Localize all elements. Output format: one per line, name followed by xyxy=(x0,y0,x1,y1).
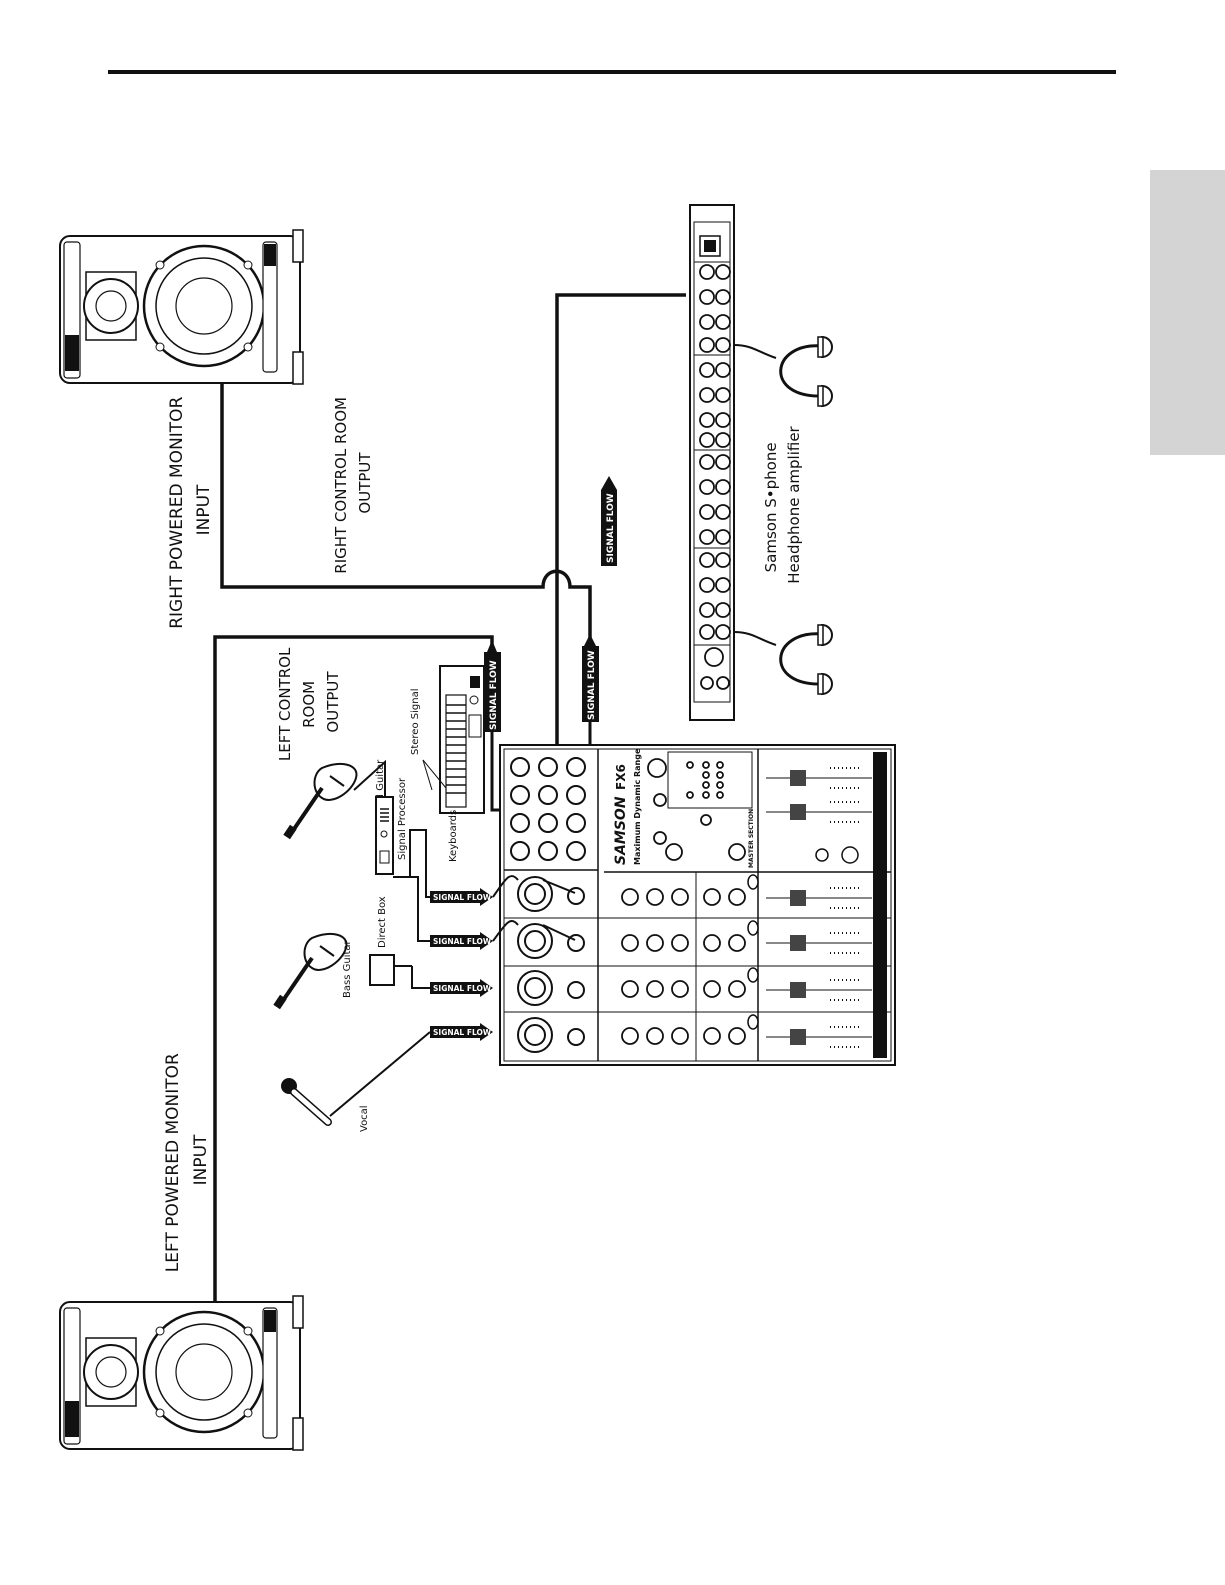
headphone-amp-label: Samson S•phone Headphone amplifier xyxy=(762,425,803,583)
lead-guitar-label: Lead Guitar xyxy=(375,759,386,818)
right-monitor-cable xyxy=(220,384,592,646)
bass-guitar-label: Bass Guitar xyxy=(342,939,353,998)
svg-text:SAMSON: SAMSON xyxy=(613,796,629,865)
direct-box-label: Direct Box xyxy=(377,896,388,948)
stereo-signal-label: Stereo Signal xyxy=(410,689,421,755)
channel-knobs xyxy=(621,888,746,1045)
bass-guitar-icon xyxy=(273,932,348,1010)
signal-processor-icon xyxy=(375,796,394,875)
signal-flow-input-2: SIGNAL FLOW xyxy=(430,932,493,950)
right-powered-monitor xyxy=(59,229,304,385)
svg-text:FX6: FX6 xyxy=(614,764,628,790)
svg-text:SIGNAL FLOW: SIGNAL FLOW xyxy=(489,660,499,730)
svg-text:Maximum Dynamic Range: Maximum Dynamic Range xyxy=(633,748,642,865)
signal-flow-arrow-headphone: SIGNAL FLOW xyxy=(601,476,617,566)
headphone-amplifier xyxy=(689,204,735,721)
vocal-label: Vocal xyxy=(359,1105,370,1132)
left-ctrl-label: LEFT CONTROL ROOM OUTPUT xyxy=(276,643,342,761)
keyboards-label: Keyboards xyxy=(448,810,459,862)
headphone-amp-knobs xyxy=(699,264,731,690)
xlr-inputs xyxy=(517,876,585,1053)
svg-text:SIGNAL FLOW: SIGNAL FLOW xyxy=(433,893,492,902)
direct-box-icon xyxy=(369,954,395,986)
faders xyxy=(766,752,887,1058)
section-tab xyxy=(1150,170,1225,455)
signal-processor-label: Signal Processor xyxy=(397,777,408,860)
signal-flow-input-3: SIGNAL FLOW xyxy=(430,979,493,997)
svg-text:SIGNAL FLOW: SIGNAL FLOW xyxy=(606,493,616,563)
lead-guitar-icon xyxy=(283,762,358,840)
right-ctrl-label: RIGHT CONTROL ROOM OUTPUT xyxy=(332,392,374,573)
microphone-icon xyxy=(281,1078,332,1126)
signal-flow-arrow-left-out: SIGNAL FLOW xyxy=(484,640,501,732)
signal-flow-input-1: SIGNAL FLOW xyxy=(430,888,493,906)
svg-text:SIGNAL FLOW: SIGNAL FLOW xyxy=(433,937,492,946)
svg-text:SIGNAL FLOW: SIGNAL FLOW xyxy=(587,650,597,720)
svg-text:SIGNAL FLOW: SIGNAL FLOW xyxy=(433,1028,492,1037)
right-monitor-label: RIGHT POWERED MONITOR INPUT xyxy=(167,391,214,629)
keyboard-icon xyxy=(439,665,485,814)
headphones-top xyxy=(733,335,833,408)
left-powered-monitor xyxy=(59,1295,304,1451)
left-monitor-label: LEFT POWERED MONITOR INPUT xyxy=(163,1048,211,1272)
headphones-bottom xyxy=(733,623,833,696)
mixer: SAMSON FX6 Maximum Dynamic Range MASTER … xyxy=(499,744,896,1066)
signal-flow-input-4: SIGNAL FLOW xyxy=(430,1023,493,1041)
svg-text:MASTER SECTION: MASTER SECTION xyxy=(748,809,755,868)
svg-text:SIGNAL FLOW: SIGNAL FLOW xyxy=(433,984,492,993)
signal-flow-arrow-right-out: SIGNAL FLOW xyxy=(582,634,599,722)
